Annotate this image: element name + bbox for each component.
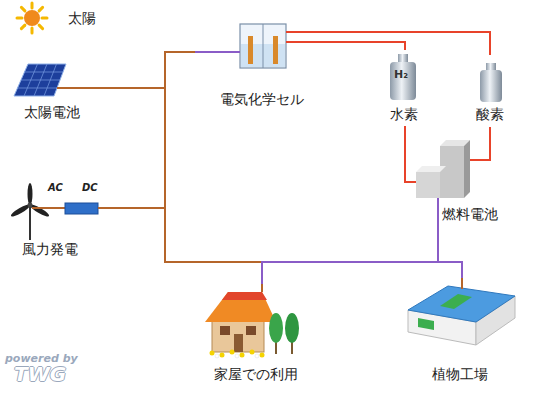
node-label: 植物工場 bbox=[432, 366, 488, 382]
labelled-icon: 太陽 bbox=[14, 2, 110, 36]
node-label: 燃料電池 bbox=[442, 206, 498, 222]
power-wire bbox=[100, 88, 262, 284]
node-label: 水素 bbox=[390, 106, 418, 122]
power-wire bbox=[262, 226, 438, 284]
labelled-icon: 電気化学セル bbox=[212, 22, 314, 112]
labelled-icon: 酸素 bbox=[466, 55, 516, 127]
electrochemical-cell-icon bbox=[240, 24, 286, 68]
watermark: TWG bbox=[14, 362, 66, 386]
oxygen-cylinder-icon bbox=[480, 63, 502, 102]
power-wire bbox=[489, 127, 491, 136]
current-type-label: DC bbox=[82, 182, 98, 193]
power-wire bbox=[438, 226, 462, 278]
power-wire bbox=[108, 208, 462, 278]
current-type-label: AC bbox=[48, 182, 63, 193]
node-label: 家屋での利用 bbox=[214, 366, 298, 382]
wind-turbine-icon bbox=[10, 183, 108, 240]
power-wire bbox=[314, 42, 405, 50]
node-label: 酸素 bbox=[476, 106, 504, 122]
house-icon bbox=[205, 292, 299, 358]
plant-factory-icon bbox=[408, 286, 515, 345]
fuel-cell-icon bbox=[416, 140, 470, 198]
solar-panel-icon bbox=[14, 64, 100, 96]
power-wire bbox=[100, 52, 212, 88]
hydrogen-cylinder-icon bbox=[390, 54, 416, 100]
labelled-icon: 太陽電池 bbox=[10, 58, 100, 124]
power-wire bbox=[108, 208, 262, 284]
labelled-icon: 家屋での利用 bbox=[195, 284, 310, 386]
labelled-icon: 燃料電池 bbox=[412, 136, 508, 226]
power-wire bbox=[100, 88, 462, 278]
power-wire bbox=[405, 126, 412, 182]
wire-stubs bbox=[195, 32, 490, 292]
node-label: 風力発電 bbox=[22, 241, 78, 257]
node-label: 太陽 bbox=[68, 10, 96, 26]
power-wire bbox=[108, 52, 212, 208]
sun-icon bbox=[17, 3, 47, 33]
node-label: 電気化学セル bbox=[220, 91, 304, 107]
power-wire bbox=[314, 32, 490, 55]
gas-symbol: H₂ bbox=[394, 67, 408, 83]
labelled-icon: H₂ 水素 bbox=[380, 50, 430, 126]
labelled-icon: 植物工場 bbox=[400, 278, 520, 386]
node-label: 太陽電池 bbox=[24, 104, 80, 120]
